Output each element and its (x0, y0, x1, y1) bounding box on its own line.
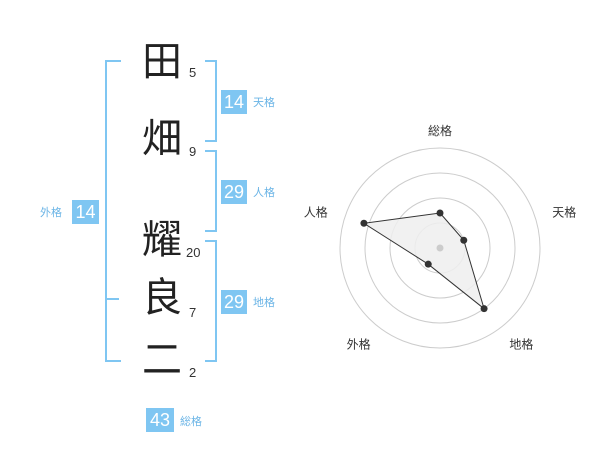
outer-bracket-divider (105, 298, 119, 300)
stroke-count-3: 20 (186, 245, 201, 260)
radar-axis-label-1: 総格 (428, 123, 452, 138)
radar-axis-label-5: 人格 (304, 205, 328, 220)
stroke-count-1: 5 (189, 65, 197, 80)
name-char-1: 田 (142, 39, 182, 85)
radar-grid-ring-2 (389, 197, 491, 299)
tenkaku-bracket (205, 60, 217, 142)
radar-axis-label-3: 地格 (509, 337, 533, 352)
radar-point-5 (360, 219, 368, 227)
jinkaku-label: 人格 (253, 186, 275, 199)
tenkaku-label: 天格 (253, 96, 275, 109)
name-char-5: 二 (142, 337, 182, 383)
jinkaku-value: 29 (221, 180, 247, 204)
name-char-3: 耀 (142, 217, 182, 263)
radar-grid-ring-3 (364, 172, 516, 324)
radar-point-4 (424, 260, 432, 268)
gaikaku-label: 外格 (40, 206, 62, 219)
gaikaku-value: 14 (72, 200, 99, 224)
radar-data-area (362, 212, 486, 311)
radar-grid-ring-4 (339, 147, 541, 349)
tenkaku-value: 14 (221, 90, 247, 114)
radar-point-2 (460, 236, 468, 244)
radar-point-1 (436, 209, 444, 217)
chikaku-label: 地格 (253, 296, 275, 309)
soukaku-label: 総格 (180, 415, 202, 428)
soukaku-value: 43 (146, 408, 174, 432)
chikaku-value: 29 (221, 290, 247, 314)
name-char-4: 良 (142, 275, 182, 321)
radar-axis-label-2: 天格 (552, 205, 576, 220)
outer-bracket (105, 60, 121, 362)
stroke-count-5: 2 (189, 365, 197, 380)
jinkaku-bracket (205, 150, 217, 232)
radar-axis-label-4: 外格 (347, 337, 371, 352)
chikaku-bracket (205, 240, 217, 362)
name-char-2: 畑 (142, 116, 182, 162)
radar-center-point (436, 244, 444, 252)
radar-point-3 (480, 305, 488, 313)
stroke-count-4: 7 (189, 305, 197, 320)
stroke-count-2: 9 (189, 144, 197, 159)
